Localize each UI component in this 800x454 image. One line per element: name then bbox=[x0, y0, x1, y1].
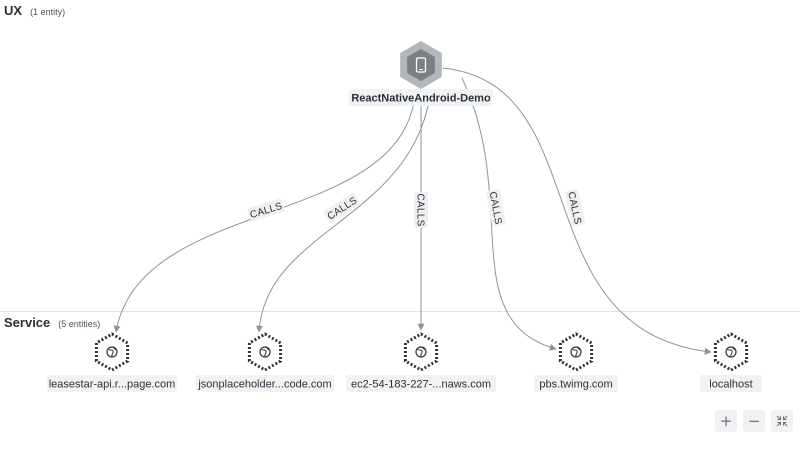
edge-label-1: CALLS bbox=[323, 193, 361, 223]
service-label-bg bbox=[346, 375, 496, 392]
ux-layer-count: (1 entity) bbox=[30, 7, 66, 17]
service-hexagon bbox=[247, 332, 283, 372]
service-hexagon bbox=[713, 332, 749, 372]
service-node[interactable]: jsonplaceholder...code.com bbox=[196, 332, 334, 392]
service-label: ec2-54-183-227-...naws.com bbox=[351, 379, 491, 391]
root-node[interactable]: ReactNativeAndroid-Demo bbox=[349, 41, 493, 106]
service-label-bg bbox=[700, 375, 762, 392]
service-node[interactable]: leasestar-api.r...page.com bbox=[47, 332, 177, 392]
edge-calls-pbs-twimg[interactable] bbox=[461, 77, 557, 351]
zoom-in-button[interactable]: + bbox=[715, 410, 737, 432]
service-layer-header: Service (5 entities) bbox=[4, 315, 100, 330]
service-label: pbs.twimg.com bbox=[539, 379, 612, 391]
service-hexagon bbox=[558, 332, 594, 372]
globe-icon bbox=[415, 346, 427, 358]
root-hexagon-inner bbox=[407, 49, 435, 81]
service-node[interactable]: ec2-54-183-227-...naws.com bbox=[346, 332, 496, 392]
ux-layer-header: UX (1 entity) bbox=[4, 3, 65, 18]
edge-label-2: CALLS bbox=[414, 192, 428, 228]
service-label: leasestar-api.r...page.com bbox=[49, 379, 176, 391]
service-label-bg bbox=[47, 375, 177, 392]
globe-icon bbox=[570, 346, 582, 358]
globe-icon bbox=[106, 346, 118, 358]
edge-calls-localhost[interactable] bbox=[442, 67, 712, 355]
service-layer-title: Service bbox=[4, 315, 51, 330]
edge-label-0: CALLS bbox=[247, 198, 285, 222]
edge-label-text-1: CALLS bbox=[326, 195, 360, 222]
edge-label-4: CALLS bbox=[564, 189, 586, 227]
service-label-bg bbox=[534, 375, 618, 392]
root-label: ReactNativeAndroid-Demo bbox=[351, 93, 491, 105]
edge-calls-jsonplaceholder[interactable] bbox=[255, 95, 431, 333]
zoom-out-button[interactable]: − bbox=[743, 410, 765, 432]
ux-layer-title: UX bbox=[4, 3, 23, 18]
service-node[interactable]: pbs.twimg.com bbox=[534, 332, 618, 392]
plus-icon: + bbox=[719, 411, 733, 430]
edge-label-text-4: CALLS bbox=[565, 191, 583, 226]
minus-icon: − bbox=[747, 411, 761, 430]
globe-icon bbox=[725, 346, 737, 358]
edge-label-3: CALLS bbox=[486, 189, 506, 227]
layer-divider bbox=[0, 311, 800, 312]
service-hexagon bbox=[94, 332, 130, 372]
collapse-arrows-icon bbox=[776, 415, 788, 427]
edge-label-text-2: CALLS bbox=[415, 193, 426, 226]
service-layer-count: (5 entities) bbox=[58, 319, 101, 329]
service-label-bg bbox=[196, 375, 334, 392]
service-hexagon bbox=[403, 332, 439, 372]
globe-icon bbox=[259, 346, 271, 358]
root-label-bg bbox=[349, 89, 493, 106]
mobile-device-icon bbox=[415, 57, 427, 73]
service-label: localhost bbox=[709, 379, 752, 391]
service-node[interactable]: localhost bbox=[700, 332, 762, 392]
fit-view-button[interactable] bbox=[771, 410, 793, 432]
service-label: jsonplaceholder...code.com bbox=[197, 379, 331, 391]
